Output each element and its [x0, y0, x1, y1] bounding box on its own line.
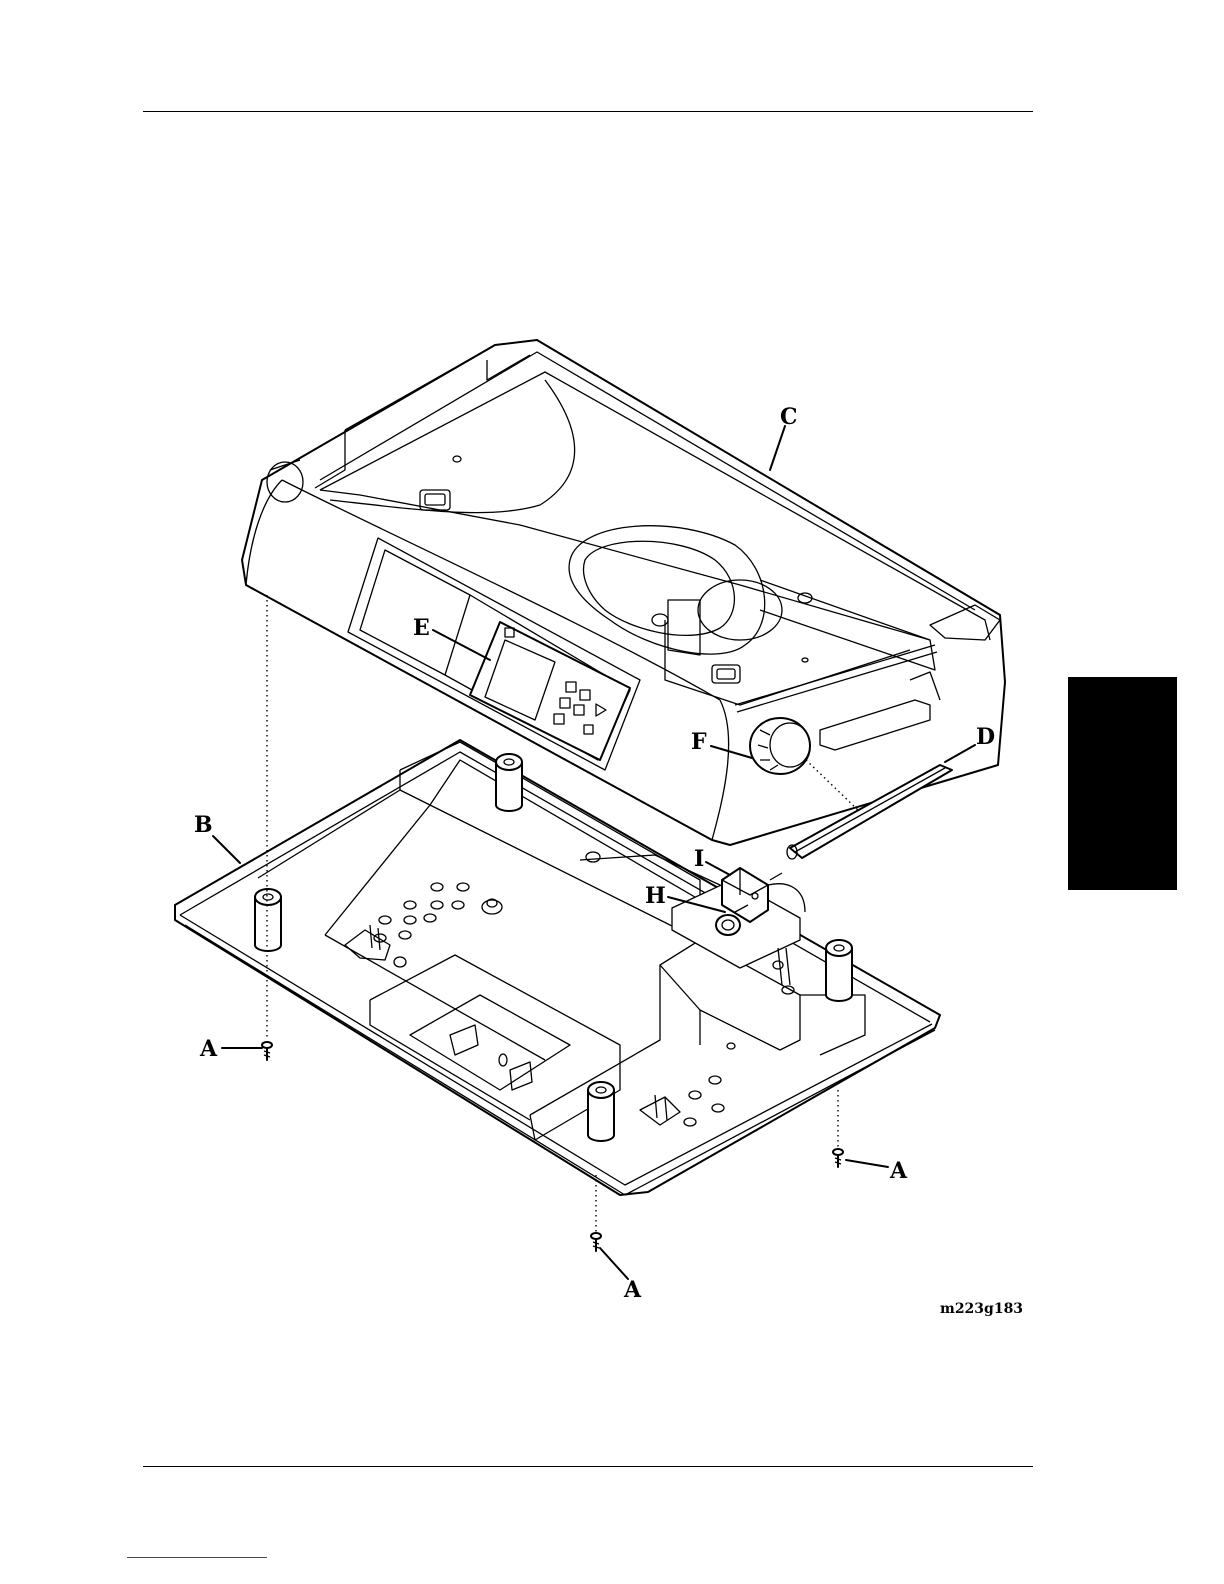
leader-c: [770, 426, 785, 470]
callout-i: I: [694, 846, 704, 872]
top-cover-c: [242, 340, 1005, 845]
figure-id: m223g183: [940, 1301, 1023, 1317]
callout-b: B: [194, 812, 213, 838]
leader-a2: [846, 1160, 888, 1167]
screw-a-2: [833, 1149, 843, 1167]
leader-b: [213, 836, 240, 863]
leader-i: [706, 862, 730, 875]
callout-a-left: A: [199, 1036, 218, 1062]
callout-f: F: [691, 729, 707, 755]
callout-d: D: [976, 724, 995, 750]
leader-a3: [600, 1248, 628, 1279]
callout-c: C: [780, 404, 798, 430]
callout-e: E: [413, 615, 430, 641]
callout-h: H: [645, 883, 666, 909]
screw-a-1: [262, 1042, 272, 1060]
callout-a-right: A: [889, 1158, 908, 1184]
callout-a-bottom: A: [623, 1277, 642, 1303]
